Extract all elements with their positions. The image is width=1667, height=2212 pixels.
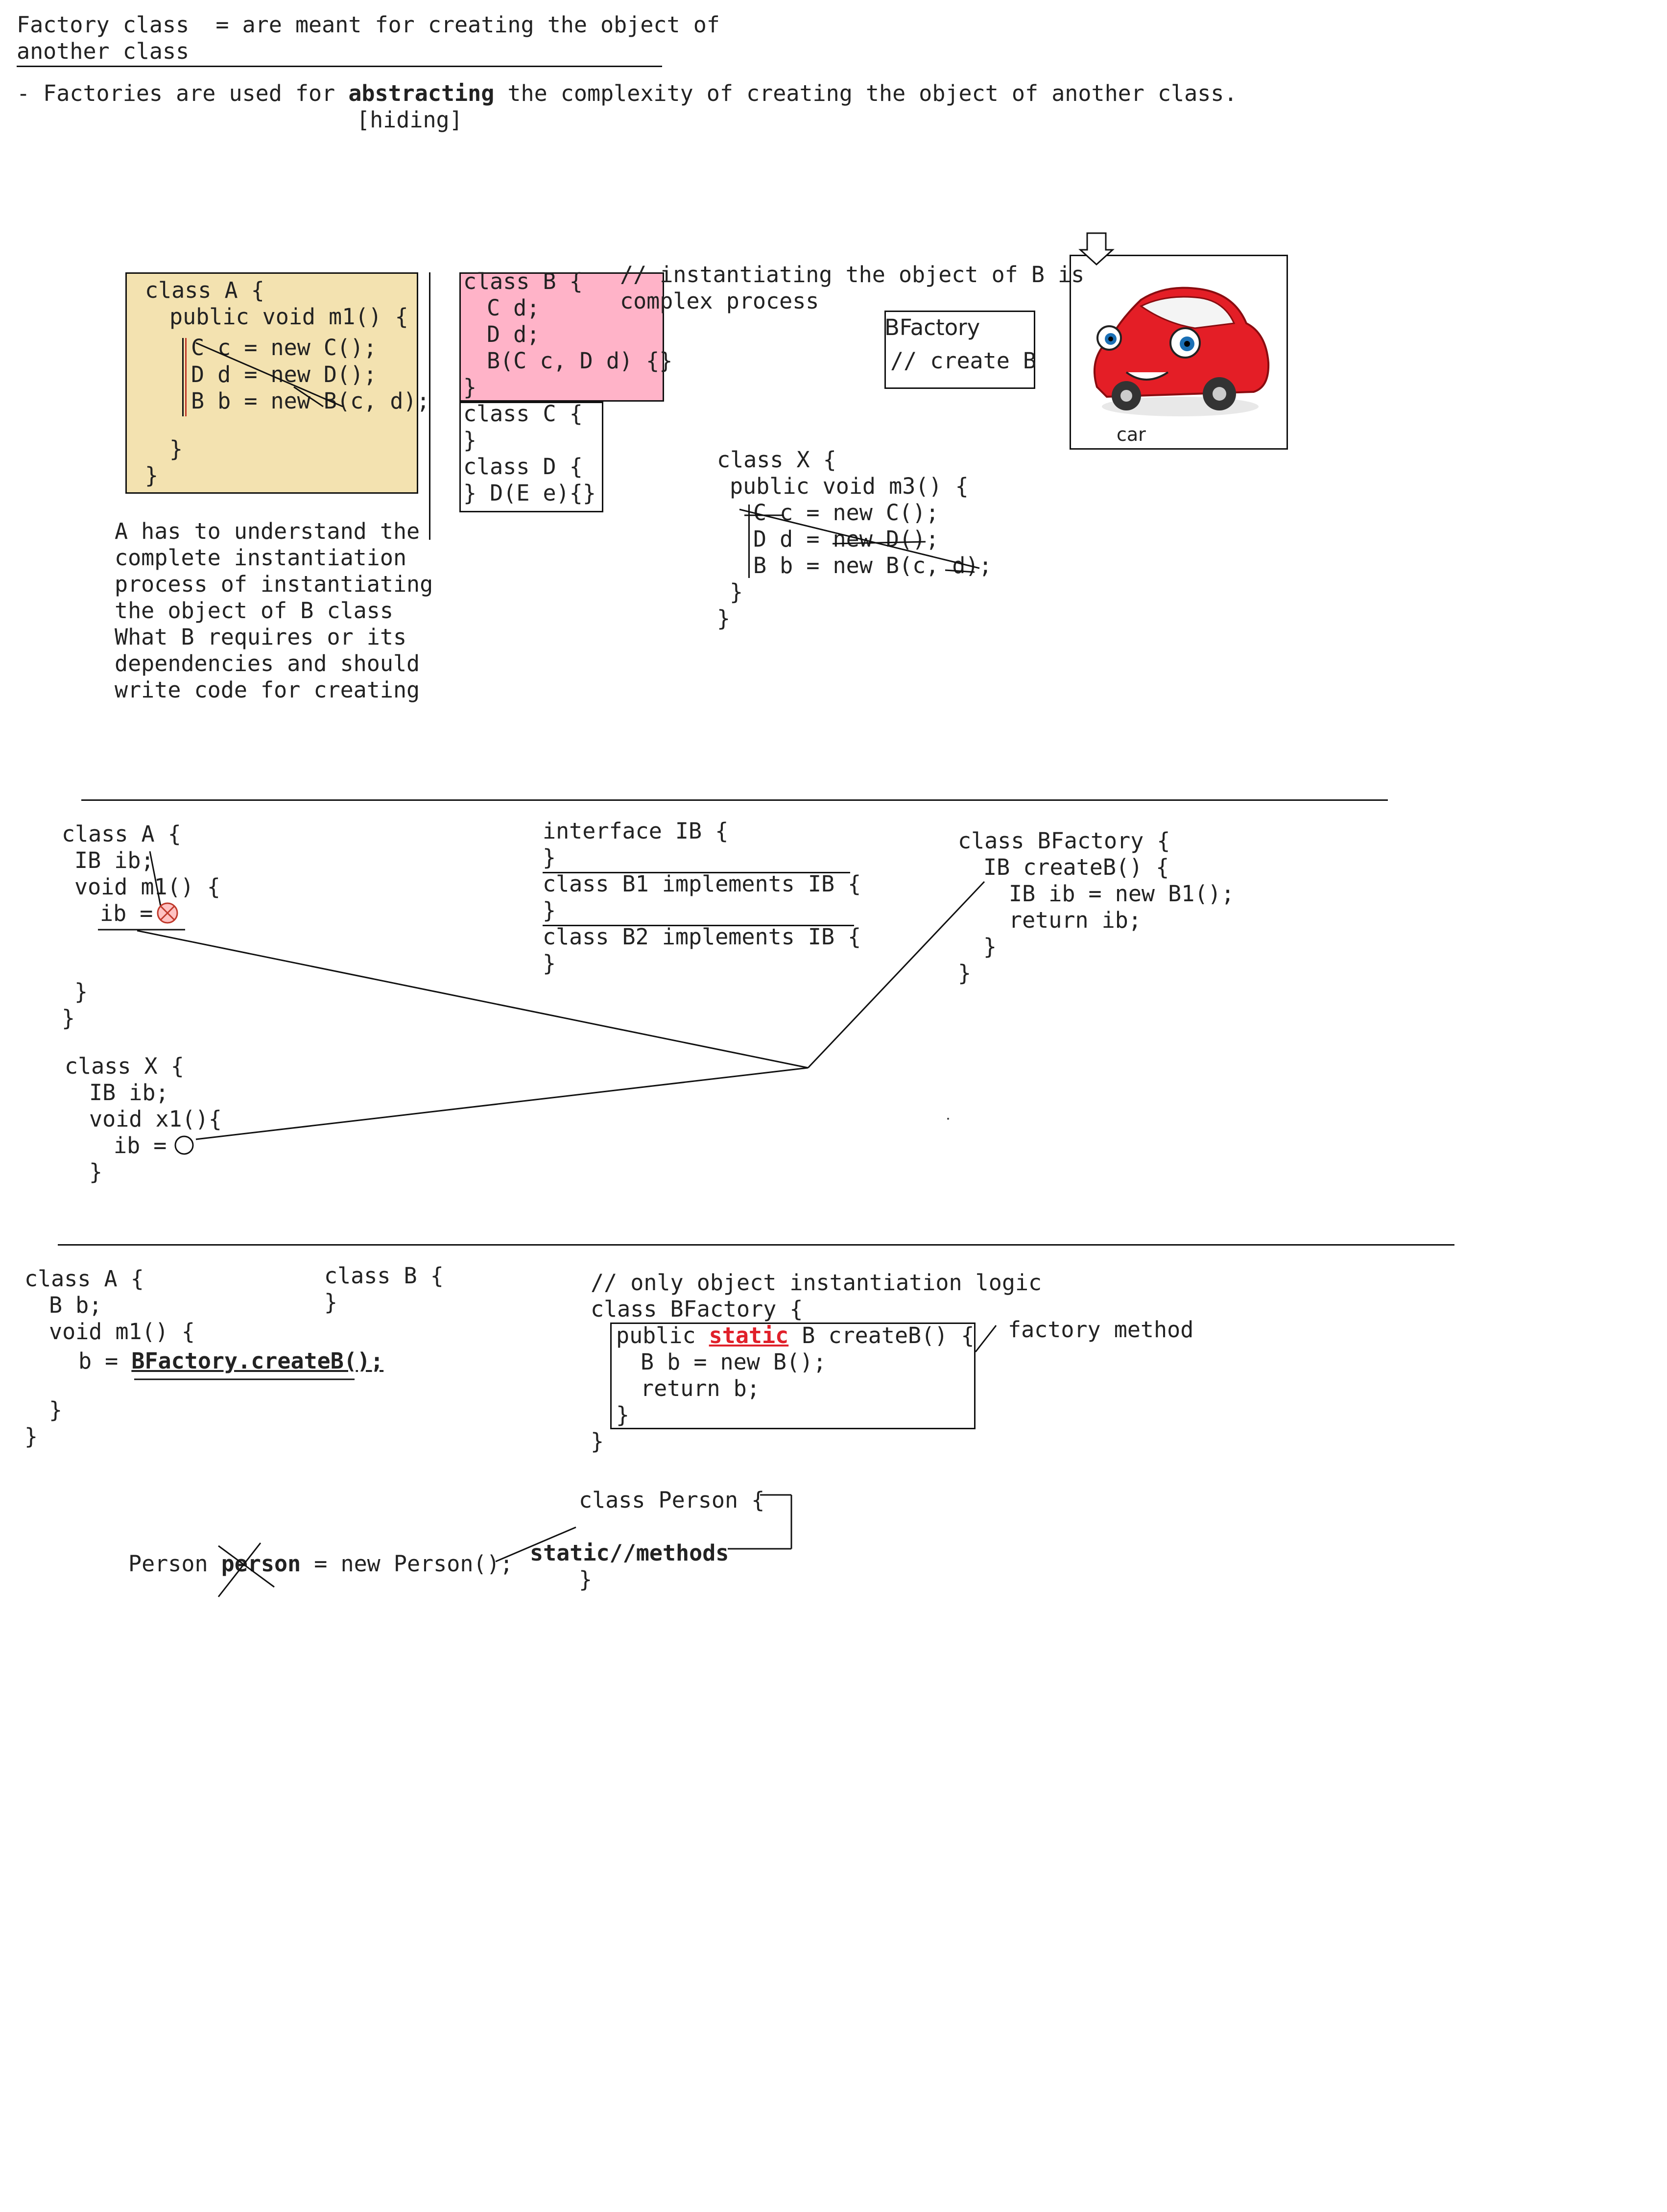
note-line: process of instantiating	[115, 571, 433, 597]
header-divider	[17, 66, 662, 67]
margin-mark	[182, 338, 184, 416]
class-a3-line: class A {	[24, 1266, 144, 1292]
class-a3-line: void m1() {	[49, 1319, 195, 1345]
class-cd-box	[459, 402, 603, 512]
underline	[543, 925, 854, 926]
class-x2-line: ib =	[114, 1132, 167, 1158]
class-x2-line: IB ib;	[89, 1080, 169, 1106]
interface-line: class B2 implements IB {	[543, 924, 861, 950]
class-a-line: D d = new D();	[191, 361, 377, 387]
class-c-line: }	[463, 427, 477, 453]
class-a-line: C c = new C();	[191, 335, 377, 361]
class-a-line: class A {	[145, 277, 264, 303]
class-b-line: C d;	[487, 295, 540, 321]
factory-method-label: factory method	[1008, 1317, 1194, 1343]
note-line: dependencies and should	[115, 650, 420, 676]
hiding-note: [hiding]	[357, 107, 463, 133]
note-line: A has to understand the	[115, 518, 420, 544]
class-x-line: D d = new D();	[753, 526, 939, 552]
empty-circle-icon	[174, 1135, 194, 1155]
underline	[543, 872, 850, 873]
class-a2-line: class A {	[62, 821, 181, 847]
class-x-line: public void m3() {	[730, 473, 969, 499]
class-x-line: }	[730, 579, 743, 605]
class-a3-line: B b;	[49, 1292, 102, 1318]
bfactory2-line: IB ib = new B1();	[1009, 881, 1235, 907]
interface-line: interface IB {	[543, 818, 729, 844]
bfactory2-line: return ib;	[1009, 907, 1142, 933]
bfactory3-line: }	[591, 1428, 604, 1454]
class-d-line: } D(E e){}	[463, 480, 596, 506]
instantiation-comment: // only object instantiation logic	[591, 1270, 1042, 1296]
bfactory3-line: }	[616, 1402, 630, 1428]
complex-comment: // instantiating the object of B is	[620, 262, 1085, 288]
class-x-line: B b = new B(c, d);	[753, 553, 992, 578]
vertical-separator	[429, 272, 430, 540]
red-margin-mark	[185, 338, 187, 416]
class-a-line: }	[169, 436, 183, 462]
class-a-line: public void m1() {	[169, 304, 408, 330]
class-d-line: class D {	[463, 454, 583, 480]
bullet-line: - Factories are used for abstracting the…	[17, 80, 1238, 106]
note-line: complete instantiation	[115, 545, 407, 571]
class-a2-line: ib =	[100, 900, 153, 926]
class-a-line: B b = new B(c, d);	[191, 388, 430, 414]
class-a-line: }	[145, 462, 159, 488]
class-x-line: }	[717, 605, 731, 631]
class-a2-line: }	[74, 979, 88, 1005]
crossed-circle-icon	[157, 902, 178, 924]
person-declaration: Person person = new Person();	[128, 1551, 513, 1577]
class-x-line: C c = new C();	[753, 500, 939, 526]
class-x2-line: class X {	[65, 1053, 184, 1079]
bfactory-box	[884, 311, 1035, 389]
complex-comment: complex process	[620, 288, 819, 314]
definition-line-2: another class	[17, 38, 190, 64]
person-class-line: static//methods	[530, 1540, 729, 1566]
bfactory3-line: return b;	[641, 1375, 760, 1401]
note-line: write code for creating	[115, 677, 420, 703]
bfactory2-line: IB createB() {	[983, 854, 1169, 880]
bfactory2-line: }	[958, 960, 972, 986]
class-x2-line: void x1(){	[89, 1106, 222, 1132]
car-box	[1070, 255, 1288, 450]
class-x2-line: }	[89, 1159, 103, 1185]
class-x-line: class X {	[717, 447, 836, 473]
class-c-line: class C {	[463, 401, 583, 427]
bfactory-comment: // create B	[890, 348, 1037, 374]
factory-method-signature: public static B createB() {	[616, 1322, 975, 1348]
interface-line: }	[543, 897, 556, 923]
bfactory-title: BFactory	[884, 314, 980, 340]
bfactory3-line: class BFactory {	[591, 1296, 803, 1322]
class-b-line: B(C c, D d) {}	[487, 348, 673, 374]
class-b3-line: class B {	[324, 1263, 444, 1289]
section-divider	[58, 1244, 1454, 1246]
bfactory3-line: B b = new B();	[641, 1349, 827, 1375]
car-label: car	[1117, 424, 1146, 445]
class-b3-line: }	[324, 1289, 338, 1315]
class-a2-line: IB ib;	[74, 847, 154, 873]
margin-mark	[748, 505, 750, 578]
note-line: the object of B class	[115, 598, 393, 624]
section-divider	[81, 799, 1388, 801]
note-line: What B requires or its	[115, 624, 407, 650]
interface-line: }	[543, 950, 556, 976]
factory-method-box	[610, 1322, 976, 1429]
interface-line: }	[543, 844, 556, 870]
class-a3-line: }	[49, 1397, 63, 1423]
bfactory2-line: class BFactory {	[958, 828, 1170, 854]
bfactory2-line: }	[983, 934, 997, 960]
person-class-line: }	[579, 1566, 593, 1592]
class-b-box	[459, 272, 664, 402]
class-b-line: D d;	[487, 321, 540, 347]
interface-line: class B1 implements IB {	[543, 871, 861, 897]
class-a2-line: void m1() {	[74, 874, 221, 900]
definition-line-1: Factory class = are meant for creating t…	[17, 12, 720, 38]
class-a3-line: b = BFactory.createB();	[78, 1348, 384, 1374]
class-b-line: }	[463, 374, 477, 400]
class-b-line: class B {	[463, 268, 583, 294]
person-class-line: class Person {	[579, 1487, 765, 1513]
class-a3-line: }	[24, 1423, 38, 1449]
class-a2-line: }	[62, 1005, 75, 1031]
